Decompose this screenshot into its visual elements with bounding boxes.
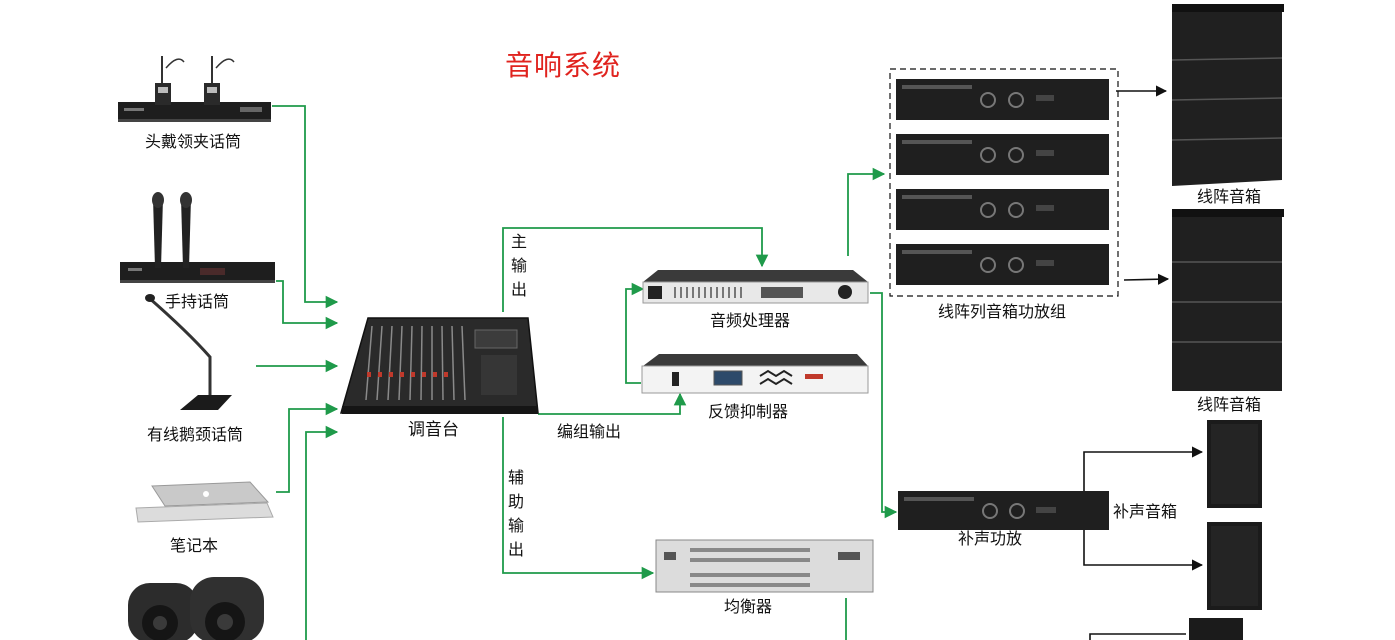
label-fill-speaker: 补声音箱 <box>1113 502 1178 521</box>
label-group-output: 编组输出 <box>557 422 622 441</box>
label-headset-mic: 头戴领夹话筒 <box>145 132 242 151</box>
label-main-output: 主输出 <box>510 232 527 299</box>
black-connections <box>1083 85 1204 640</box>
wire-suppressor-to-processor <box>625 282 645 384</box>
amplifier-unit-1-icon <box>896 79 1109 120</box>
fill-speaker-2-icon <box>1207 522 1262 610</box>
wire-processor-to-amp-group <box>847 167 886 256</box>
fill-speaker-3-icon <box>1189 618 1243 640</box>
feedback-suppressor-icon <box>641 354 869 394</box>
laptop-icon <box>135 481 274 523</box>
wire-amp-group-to-line-array-2 <box>1123 273 1170 285</box>
label-equalizer: 均衡器 <box>724 597 773 616</box>
line-array-speaker-1-icon <box>1171 4 1284 186</box>
audio-processor-icon <box>642 270 869 304</box>
wire-aux-output <box>502 417 655 580</box>
amplifier-unit-2-icon <box>896 134 1109 175</box>
fill-speaker-1-icon <box>1207 420 1262 508</box>
wire-headset-to-mixer <box>272 105 339 309</box>
wire-handheld-to-mixer <box>276 280 339 330</box>
label-line-array-1: 线阵音箱 <box>1197 187 1262 206</box>
wire-laptop-to-mixer <box>276 402 339 493</box>
label-aux-output: 辅助输出 <box>507 468 524 559</box>
label-line-array-2: 线阵音箱 <box>1197 395 1262 414</box>
amplifier-unit-3-icon <box>896 189 1109 230</box>
handheld-mic-receiver-icon <box>120 192 275 283</box>
headset-mic-receiver-icon <box>118 56 271 122</box>
amplifier-unit-4-icon <box>896 244 1109 285</box>
diagram-title: 音响系统 <box>505 49 622 82</box>
label-fill-amp: 补声功放 <box>958 529 1023 548</box>
mixer-console-icon <box>340 317 539 414</box>
wire-main-output <box>502 227 769 312</box>
amp-group-dashed-box <box>889 68 1119 297</box>
wire-fill-amp-to-speaker-2 <box>1083 530 1204 571</box>
wire-processor-to-fill-amp <box>870 292 898 519</box>
label-line-array-amp-group: 线阵列音箱功放组 <box>938 302 1067 321</box>
wire-monitor-to-mixer <box>305 425 339 640</box>
monitor-speakers-icon <box>128 577 264 640</box>
fill-amplifier-icon <box>898 491 1109 530</box>
label-laptop: 笔记本 <box>170 536 219 555</box>
wire-fill-amp-to-speaker-1 <box>1083 446 1204 491</box>
label-mixer: 调音台 <box>408 420 459 440</box>
wire-fill-amp-to-speaker-3 <box>1089 633 1186 640</box>
label-gooseneck-mic: 有线鹅颈话筒 <box>147 425 244 444</box>
equalizer-icon <box>655 539 874 593</box>
label-feedback-suppressor: 反馈抑制器 <box>708 402 789 421</box>
label-handheld-mic: 手持话筒 <box>165 292 230 311</box>
line-array-speaker-2-icon <box>1172 209 1284 391</box>
label-audio-processor: 音频处理器 <box>710 311 791 330</box>
wire-group-output <box>538 392 687 415</box>
green-connections <box>256 105 898 640</box>
gooseneck-mic-icon <box>145 294 232 410</box>
